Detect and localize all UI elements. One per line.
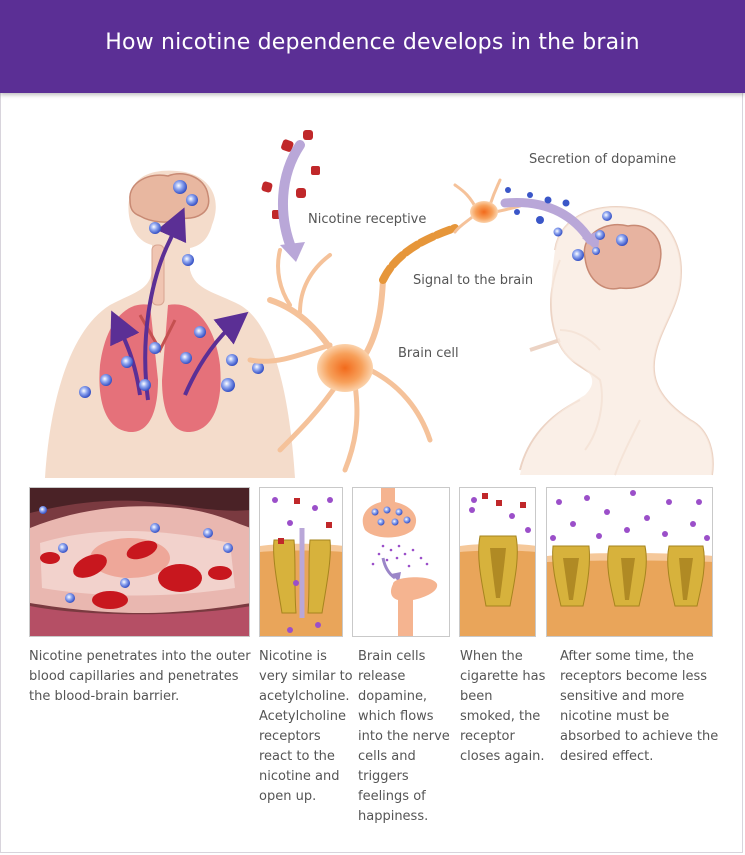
caption-receptor-closed: When the cigarette has been smoked, the …: [460, 649, 546, 764]
nicotine-arrow: [278, 140, 305, 255]
torso-brain: [129, 173, 210, 223]
panel-receptor-closed: [459, 487, 536, 637]
right-lung: [162, 304, 221, 433]
nicotine-particles: [261, 130, 320, 219]
dopamine-arrow: [500, 198, 595, 245]
main-illustration: [45, 130, 714, 478]
brain-cell-body: [317, 344, 373, 392]
torso-nicotine-particles: [79, 180, 264, 398]
human-torso: [45, 170, 295, 478]
label-secretion-of-dopamine: Secretion of dopamine: [529, 152, 677, 167]
caption-capillary: Nicotine penetrates into the outer blood…: [29, 649, 251, 704]
head-brain: [583, 224, 662, 290]
caption-receptor-open: Nicotine is very similar to acetylcholin…: [259, 649, 353, 804]
panel-capillary: [29, 487, 250, 637]
panel-receptor-open: [259, 487, 343, 637]
brain-cell-neuron: [247, 224, 459, 473]
caption-dopamine-release: Brain cells release dopamine, which flow…: [358, 649, 450, 824]
label-nicotine-receptive: Nicotine receptive: [308, 212, 427, 227]
torso-arrows: [110, 207, 249, 401]
label-signal-to-the-brain: Signal to the brain: [413, 273, 534, 288]
panel-receptors-desensitized: [546, 487, 713, 637]
caption-receptors-desensitized: After some time, the receptors become le…: [560, 649, 719, 764]
dopamine-particles: [505, 187, 628, 261]
page-title: How nicotine dependence develops in the …: [105, 30, 640, 55]
header-banner: How nicotine dependence develops in the …: [0, 0, 745, 93]
panel-dopamine-release: [352, 487, 450, 637]
label-brain-cell: Brain cell: [398, 346, 459, 361]
